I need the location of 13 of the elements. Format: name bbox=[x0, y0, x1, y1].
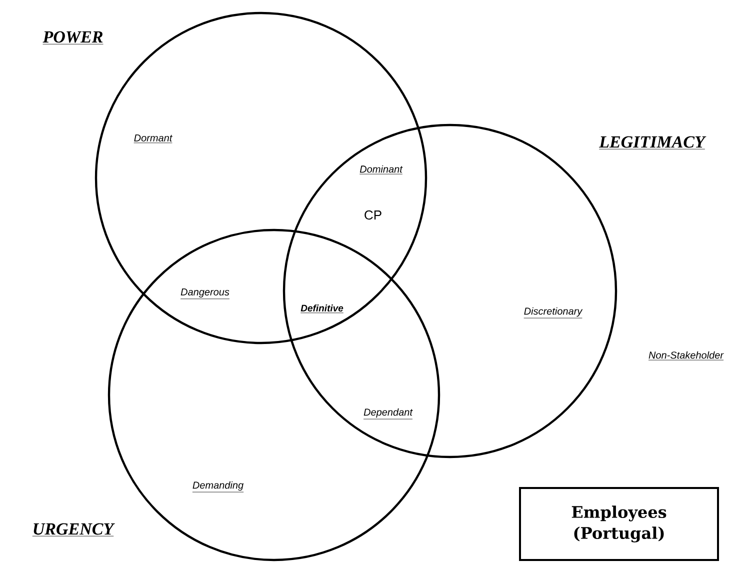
region-label: Dependant bbox=[363, 408, 413, 420]
region-label: Dormant bbox=[134, 134, 172, 144]
circle-heading: POWER bbox=[42, 31, 104, 44]
region-label: Non-Stakeholder bbox=[648, 351, 724, 360]
region-label: CP bbox=[364, 210, 382, 220]
region-label: Discretionary bbox=[524, 307, 583, 318]
circle-heading: URGENCY bbox=[32, 523, 115, 536]
title-box: Employees (Portugal) bbox=[519, 487, 719, 561]
region-label: Dangerous bbox=[180, 288, 230, 300]
circle-heading: LEGITIMACY bbox=[598, 136, 706, 150]
region-label: Dominant bbox=[359, 165, 403, 174]
region-label: Demanding bbox=[192, 481, 244, 492]
region-label: Definitive bbox=[300, 304, 344, 314]
